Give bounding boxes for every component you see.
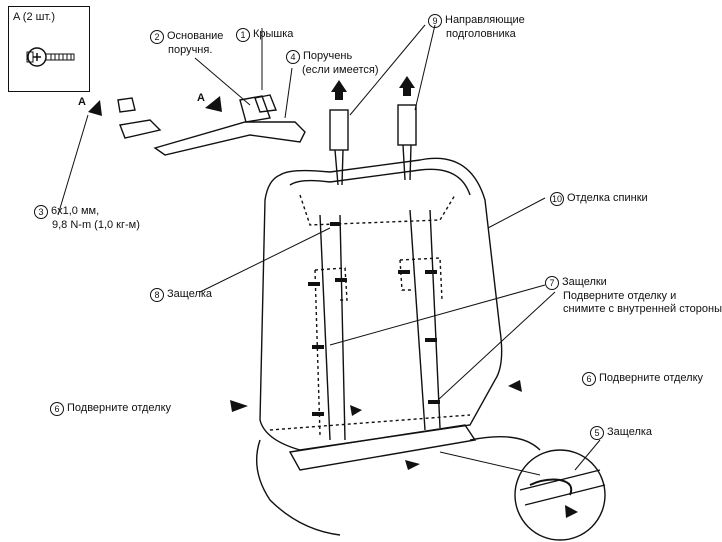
label-text: Защелка xyxy=(167,288,213,300)
latch-clip-mark xyxy=(312,412,324,416)
latch-clip-mark xyxy=(330,222,340,226)
label-text: (если имеется) xyxy=(302,64,379,76)
inset-title: A (2 шт.) xyxy=(13,11,55,23)
fold-arrow-icon xyxy=(230,400,248,412)
latch-clip-mark xyxy=(425,270,437,274)
triangle-marker-icon xyxy=(205,96,222,112)
label-text: Основание xyxy=(167,30,224,42)
fold-arrow-icon xyxy=(405,460,420,470)
label-text: Крышка xyxy=(253,28,294,40)
fold-arrow-icon xyxy=(508,380,522,392)
latch-clip-mark xyxy=(335,278,347,282)
latch-clip-mark xyxy=(308,282,320,286)
bolt-inset-box: A (2 шт.) xyxy=(8,6,90,92)
callout-number: 6 xyxy=(582,372,596,386)
up-arrow-icon xyxy=(331,80,347,100)
triangle-marker-icon xyxy=(88,100,102,116)
up-arrow-icon xyxy=(399,76,415,96)
callout-number: 7 xyxy=(545,276,559,290)
fold-arrow-icon xyxy=(565,505,578,518)
label-text: Подверните отделку xyxy=(599,372,704,384)
callout-number: 9 xyxy=(428,14,442,28)
label-text: подголовника xyxy=(446,28,516,40)
label-text: Направляющие xyxy=(445,14,525,26)
callout-number: 8 xyxy=(150,288,164,302)
label-text: снимите с внутренней стороны xyxy=(563,303,722,315)
callout-number: 4 xyxy=(286,50,300,64)
latch-clip-mark xyxy=(425,338,437,342)
callout-a-right: A xyxy=(197,92,205,104)
label-text: Подверните отделку и xyxy=(563,290,677,302)
label-text: Поручень xyxy=(303,50,353,62)
seat-back-outline xyxy=(259,157,503,451)
latch-clip-mark xyxy=(398,270,410,274)
callout-number: 1 xyxy=(236,28,250,42)
label-text: Отделка спинки xyxy=(567,192,648,204)
fold-arrow-icon xyxy=(350,405,362,416)
label-text: поручня. xyxy=(168,44,213,56)
label-text: Защелки xyxy=(562,276,607,288)
callout-number: 5 xyxy=(590,426,604,440)
label-text: Подверните отделку xyxy=(67,402,172,414)
label-text: Защелка xyxy=(607,426,653,438)
label-text: 9,8 N-m (1,0 кг-м) xyxy=(52,219,140,231)
callout-a-left: A xyxy=(78,96,86,108)
callout-number: 2 xyxy=(150,30,164,44)
callout-number: 6 xyxy=(50,402,64,416)
callout-number: 10 xyxy=(550,192,564,206)
callout-number: 3 xyxy=(34,205,48,219)
bolt-icon xyxy=(26,47,75,67)
latch-clip-mark xyxy=(428,400,440,404)
label-text: 6x1,0 мм, xyxy=(51,205,100,217)
latch-clip-mark xyxy=(312,345,324,349)
